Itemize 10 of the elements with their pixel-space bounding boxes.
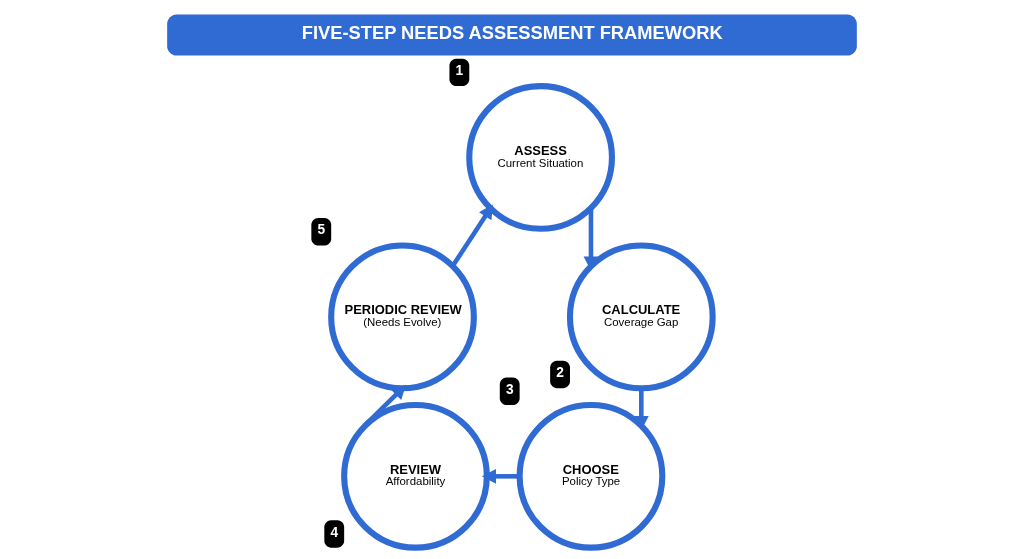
arrow [633,388,649,431]
node-label: 3 [505,381,514,397]
arrow [450,204,493,268]
arrow [363,384,406,427]
node-label: 5 [317,222,326,238]
arrow [481,468,520,484]
node-label: 4 [330,524,339,540]
diagram-title: FIVE-STEP NEEDS ASSESSMENT FRAMEWORK [301,21,723,43]
node-label: 1 [455,62,464,78]
arrow [583,208,599,271]
